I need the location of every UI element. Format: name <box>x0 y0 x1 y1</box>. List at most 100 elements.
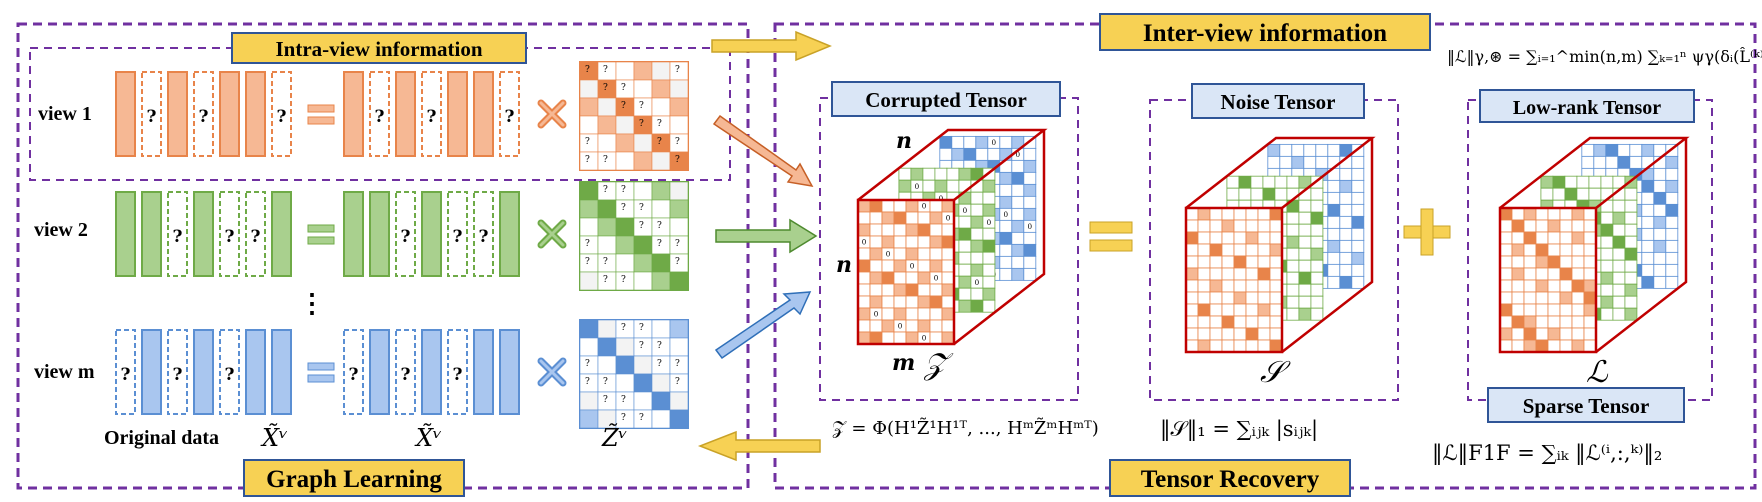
tensor-cell <box>1612 247 1626 261</box>
tensor-cell <box>1624 247 1638 261</box>
tensor-cell <box>1209 231 1223 245</box>
tensor-cell <box>881 295 895 309</box>
tensor-cell <box>905 331 919 345</box>
tensor-cell <box>1665 191 1679 205</box>
data-column <box>369 191 390 277</box>
tensor-cell <box>1310 283 1324 297</box>
plus-sign-tensor <box>1403 208 1451 256</box>
tensor-cell <box>1286 271 1300 285</box>
tensor-cell <box>869 247 883 261</box>
tensor-cell <box>1547 279 1561 293</box>
data-column <box>369 329 390 415</box>
tensor-cell <box>1269 255 1283 269</box>
tensor-cell <box>1286 283 1300 297</box>
view-row-blue: ???????????????????? <box>115 319 689 429</box>
tensor-cell <box>857 319 871 333</box>
tensor-cell <box>1665 251 1679 265</box>
tensor-cell <box>1269 267 1283 281</box>
tensor-cell <box>1523 279 1537 293</box>
tensor-cell <box>1185 339 1199 353</box>
matrix-cell <box>651 151 671 171</box>
tensor-cell <box>1011 195 1025 209</box>
matrix-cell <box>597 217 617 237</box>
tensor-cell <box>1612 211 1626 225</box>
matrix-cell <box>597 337 617 357</box>
matrix-missing-mark: ? <box>603 155 608 165</box>
multiply-sign-inner <box>539 221 565 247</box>
tensor-cell <box>1023 171 1037 185</box>
tensor-cell <box>1023 231 1037 245</box>
matrix-missing-mark: ? <box>675 359 680 369</box>
tensor-cell <box>999 171 1013 185</box>
noise-tensor-cube <box>1184 136 1376 354</box>
tensor-cell <box>1351 275 1365 289</box>
missing-column <box>499 71 520 157</box>
tensor-cell <box>1011 171 1025 185</box>
matrix-cell <box>651 319 671 339</box>
data-column <box>499 329 520 415</box>
tensor-cell <box>1245 267 1259 281</box>
tensor-cell <box>1339 251 1353 265</box>
tensor-cell <box>1291 143 1305 157</box>
view-label-m: view m <box>34 361 95 383</box>
tensor-cell <box>941 295 955 309</box>
tensor-cell <box>857 199 871 213</box>
tensor-cell <box>929 319 943 333</box>
tensor-cell <box>929 235 943 249</box>
tensor-cell <box>1605 155 1619 169</box>
tensor-cell <box>1653 275 1667 289</box>
tensor-cell <box>1238 175 1252 189</box>
matrix-cell <box>651 199 671 219</box>
tensor-cell <box>1245 255 1259 269</box>
matrix-missing-mark: ? <box>621 83 626 93</box>
data-column <box>271 329 292 415</box>
zero-entry: 0 <box>910 262 915 271</box>
tensor-cell <box>1274 187 1288 201</box>
tensor-cell <box>958 227 972 241</box>
tensor-cell <box>1023 159 1037 173</box>
tensor-cell <box>1571 219 1585 233</box>
tensor-cell <box>999 135 1013 149</box>
tensor-cell <box>1559 255 1573 269</box>
tensor-cell <box>970 227 984 241</box>
missing-column <box>395 329 416 415</box>
tensor-cell <box>1665 203 1679 217</box>
matrix-missing-mark: ? <box>657 359 662 369</box>
inter-view-banner: Inter-view information <box>1099 13 1431 51</box>
tensor-cell <box>982 191 996 205</box>
matrix-missing-mark: ? <box>585 239 590 249</box>
gamma-norm-formula: ‖ℒ‖γ,⊛ = ∑ᵢ₌₁^min(n,m) ∑ₖ₌₁ⁿ ψγ(δᵢ(L̂⁽ᵏ⁾… <box>1447 47 1762 66</box>
multiply-sign-inner <box>539 101 565 127</box>
data-column <box>193 191 214 277</box>
tensor-cell <box>1245 339 1259 353</box>
tensor-cell <box>1233 231 1247 245</box>
tensor-cell <box>1576 175 1590 189</box>
tensor-cell <box>881 331 895 345</box>
tensor-cell <box>1547 243 1561 257</box>
tensor-cell <box>1499 303 1513 317</box>
tensor-cell <box>869 271 883 285</box>
tensor-cell <box>1257 255 1271 269</box>
tensor-cell <box>999 195 1013 209</box>
view-row-orange: ????????????????????? <box>115 61 689 171</box>
tensor-cell <box>1327 191 1341 205</box>
tensor-cell <box>1624 307 1638 321</box>
tensor-cell <box>1023 183 1037 197</box>
tensor-cell <box>905 211 919 225</box>
tensor-cell <box>929 247 943 261</box>
dim-n-left: n <box>836 252 852 278</box>
tensor-cell <box>1339 263 1353 277</box>
tensor-cell <box>1209 315 1223 329</box>
z-definition-formula: 𝒵 = Φ(H¹Z̃¹H¹ᵀ, ..., HᵐZ̃ᵐHᵐᵀ) <box>832 417 1099 439</box>
tensor-cell <box>1315 143 1329 157</box>
tensor-cell <box>1209 255 1223 269</box>
tensor-cell <box>1267 143 1281 157</box>
matrix-missing-mark: ? <box>675 137 680 147</box>
tensor-cell <box>1233 255 1247 269</box>
tensor-cell <box>1327 251 1341 265</box>
tensor-cell <box>1559 243 1573 257</box>
tensor-cell <box>1581 143 1595 157</box>
tensor-cell <box>1653 215 1667 229</box>
tensor-cell <box>941 319 955 333</box>
tensor-cell <box>1339 203 1353 217</box>
